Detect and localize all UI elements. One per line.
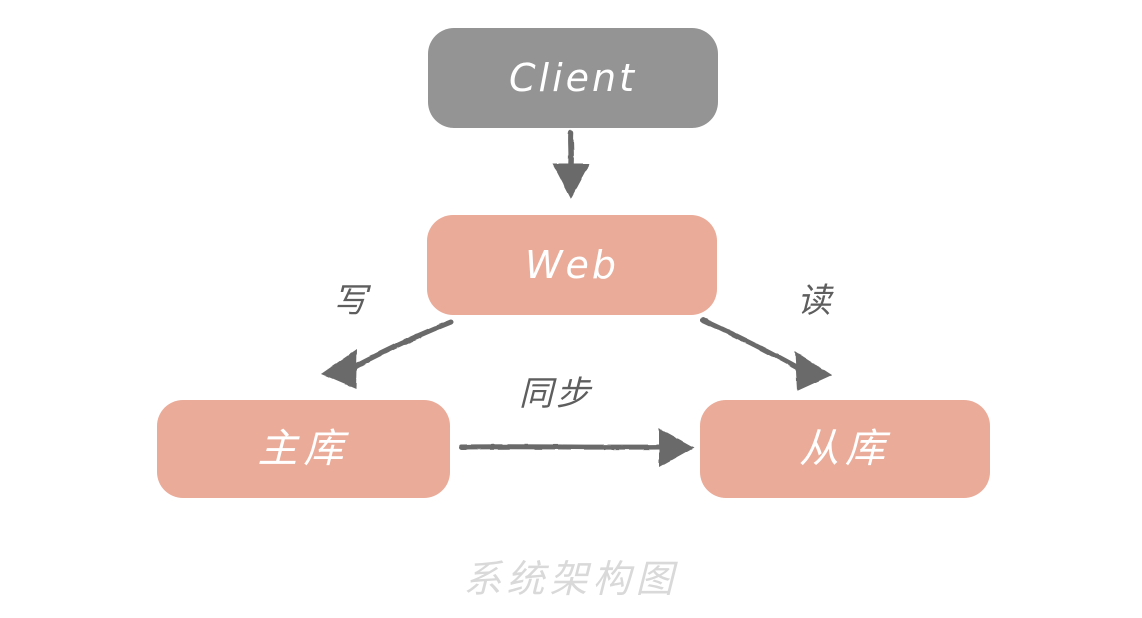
node-slave-database[interactable]: 从库 bbox=[700, 400, 990, 498]
node-master-database[interactable]: 主库 bbox=[157, 400, 450, 498]
edge-label-sync: 同步 bbox=[519, 374, 593, 414]
node-slave-database-label: 从库 bbox=[799, 426, 891, 472]
edge-label-write: 写 bbox=[333, 281, 370, 321]
node-client[interactable]: Client bbox=[428, 28, 718, 128]
node-master-database-label: 主库 bbox=[257, 426, 350, 472]
arrow-web-to-slave bbox=[700, 317, 832, 391]
edge-label-read: 读 bbox=[797, 281, 834, 321]
node-web-label: Web bbox=[524, 243, 620, 287]
arrow-client-to-web bbox=[552, 130, 590, 199]
node-client-label: Client bbox=[508, 56, 637, 100]
node-web[interactable]: Web bbox=[427, 215, 717, 315]
arrow-web-to-master bbox=[321, 319, 454, 389]
arrow-master-to-slave bbox=[458, 428, 694, 467]
diagram-caption: 系统架构图 bbox=[463, 557, 679, 601]
